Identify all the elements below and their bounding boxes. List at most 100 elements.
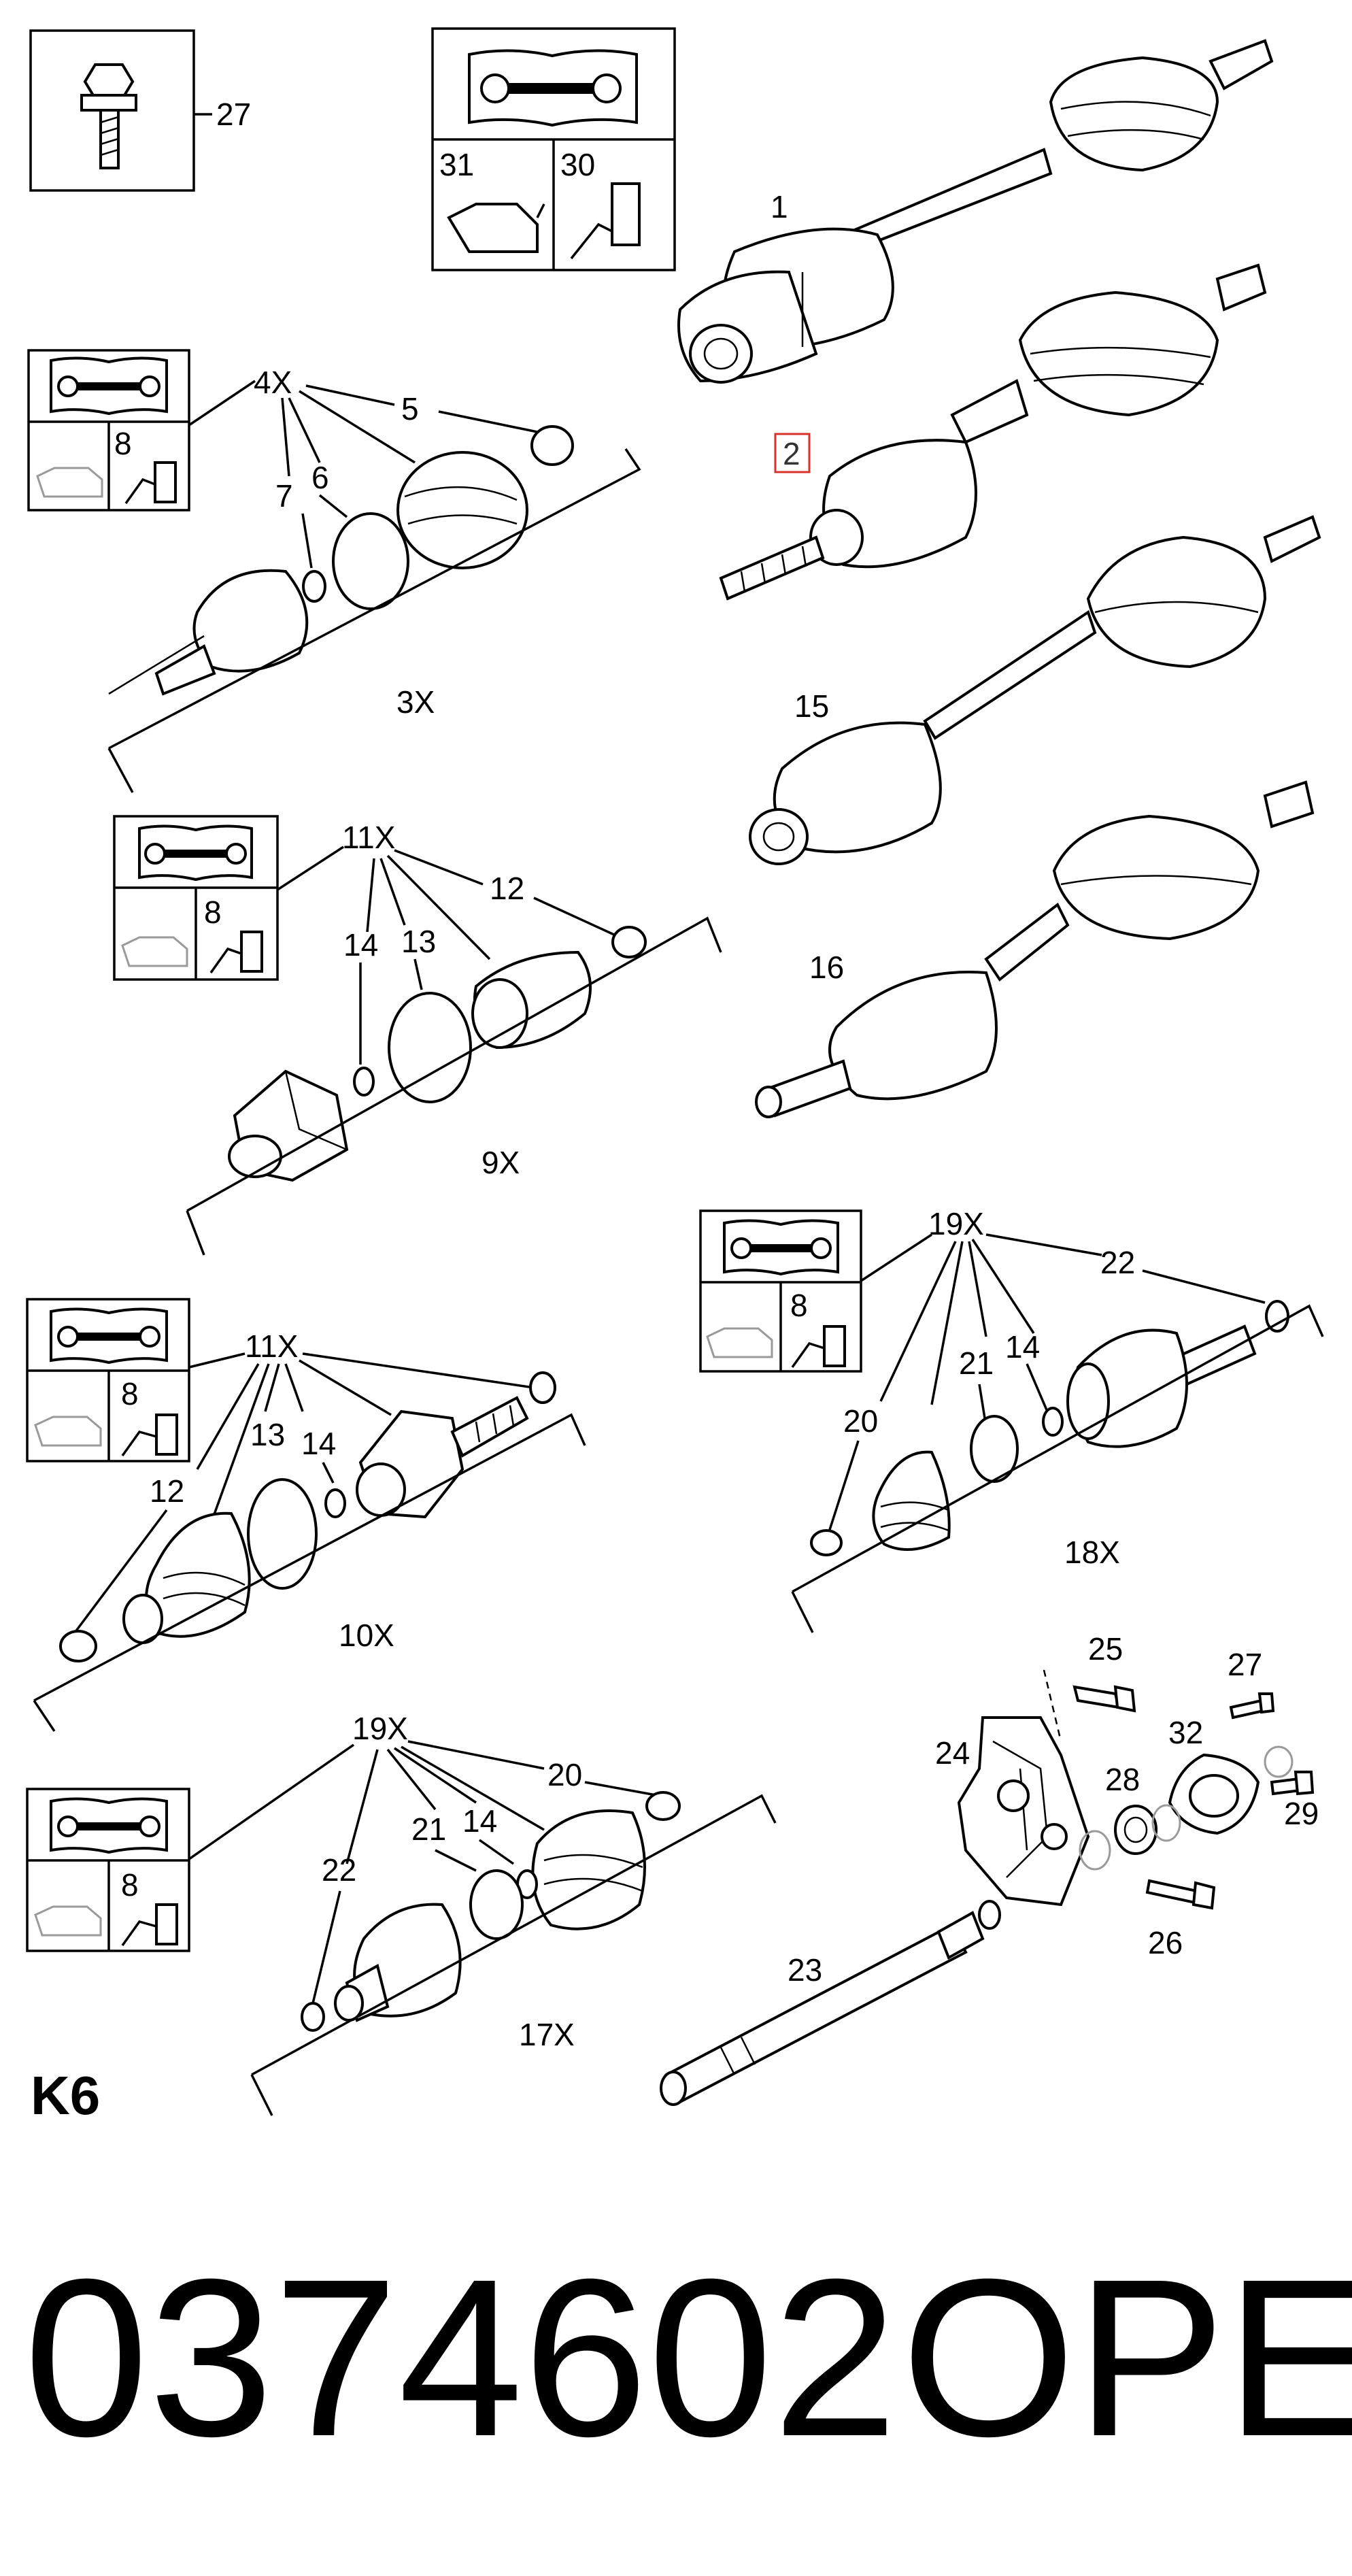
circlip-7: [302, 570, 326, 603]
boot-part: [872, 1450, 951, 1551]
oil-can-icon: [34, 1905, 102, 1937]
oil-can-icon: [121, 936, 188, 967]
driveshaft-1: [677, 39, 1274, 384]
kit-9x-group: 8 11X 12 14 13 9X: [113, 815, 722, 1256]
repair-manual-icon: [468, 49, 638, 127]
clamp-13: [388, 992, 472, 1103]
clamp-22: [301, 2002, 325, 2032]
callout-9x: 9X: [481, 1145, 520, 1180]
callout-11x: 11X: [245, 1328, 298, 1364]
circlip-23: [978, 1900, 1001, 1930]
callout-12: 12: [150, 1473, 184, 1509]
repair-manual-icon: [50, 1797, 168, 1854]
callout-8: 8: [121, 1376, 139, 1411]
oil-can-icon: [34, 1416, 102, 1447]
bolt-27: [1229, 1692, 1275, 1720]
callout-8: 8: [114, 426, 132, 461]
grease-tube-icon: [570, 182, 641, 260]
driveshaft-15: [749, 515, 1321, 865]
bolt-icon: [80, 63, 137, 169]
callout-31: 31: [439, 147, 474, 182]
kit-3x-group: 8 4X 5 6 7 3X: [27, 349, 641, 793]
callout-13: 13: [401, 924, 436, 959]
driveshaft-2: [719, 263, 1267, 601]
callout-2: 2: [783, 436, 800, 471]
brand-name: OPEL: [901, 2232, 1352, 2483]
callout-20: 20: [843, 1403, 878, 1439]
intermediate-shaft-assembly: 25 27 24 32 29 28 26: [660, 1631, 1319, 2106]
callout-14: 14: [462, 1803, 497, 1839]
callout-8: 8: [790, 1288, 808, 1323]
grease-tube-icon: [124, 461, 177, 505]
callout-25: 25: [1088, 1631, 1123, 1667]
bolt-29: [1270, 1771, 1315, 1796]
grease-tube-icon: [791, 1325, 846, 1369]
oil-can-icon: [706, 1327, 773, 1358]
kit-17x-group: 8 19X 20 14 21 22 17X: [26, 1711, 777, 2116]
callout-20: 20: [547, 1757, 582, 1792]
callout-7: 7: [275, 478, 293, 514]
callout-5: 5: [401, 391, 419, 426]
circlip-14: [1042, 1407, 1064, 1437]
repair-manual-icon: [50, 356, 168, 416]
part-number: 0374602: [24, 2232, 898, 2483]
repair-manual-icon: [50, 1307, 168, 1365]
outer-joint: [531, 1809, 646, 1930]
callout-8: 8: [121, 1867, 139, 1903]
callout-4x: 4X: [254, 365, 292, 400]
callout-14: 14: [343, 927, 378, 963]
callout-22: 22: [1100, 1245, 1135, 1280]
callout-24: 24: [935, 1735, 970, 1771]
callout-10x: 10X: [339, 1618, 394, 1653]
bolt-26: [1145, 1879, 1216, 1910]
grease-tube-icon: [121, 1414, 178, 1457]
callout-29: 29: [1284, 1796, 1319, 1831]
clamp-6: [332, 512, 409, 610]
callout-30: 30: [560, 147, 595, 182]
callout-6: 6: [311, 460, 329, 495]
callout-23: 23: [788, 1952, 822, 1988]
clamp-20: [645, 1791, 681, 1821]
bolt-25: [1072, 1685, 1136, 1713]
callout-27: 27: [216, 97, 251, 132]
grease-tube-icon: [121, 1903, 178, 1947]
oil-can-icon: [36, 467, 103, 498]
callout-22: 22: [322, 1852, 356, 1888]
clamp-5: [530, 425, 574, 466]
callout-17x: 17X: [519, 2017, 575, 2052]
callout-13: 13: [250, 1417, 285, 1452]
clamp-21: [970, 1415, 1019, 1483]
callout-19x: 19X: [352, 1711, 408, 1746]
clamp-12: [529, 1371, 556, 1404]
callout-21: 21: [959, 1345, 994, 1381]
callout-14: 14: [301, 1426, 336, 1461]
callout-8: 8: [204, 894, 222, 930]
driveshaft-16: [755, 780, 1315, 1118]
bearing-28: [1114, 1805, 1157, 1855]
clamp-12: [611, 926, 647, 958]
callout-12: 12: [490, 871, 524, 906]
intermediate-shaft-23: [664, 1923, 968, 2104]
callout-27: 27: [1228, 1647, 1262, 1682]
repair-manual-icon: [723, 1219, 839, 1276]
outer-joint: [192, 569, 309, 673]
callout-26: 26: [1148, 1925, 1183, 1960]
service-box-top: 31 30: [431, 27, 676, 271]
repair-manual-icon: [138, 824, 253, 882]
callout-15: 15: [794, 688, 829, 724]
callout-32: 32: [1168, 1715, 1203, 1750]
callout-11x: 11X: [342, 820, 395, 855]
callout-18x: 18X: [1064, 1535, 1120, 1570]
clamp-12: [59, 1630, 97, 1662]
sheet-code: K6: [31, 2065, 100, 2126]
oil-can-icon: [447, 203, 545, 253]
kit-10x-group: 8 11X 13 14 12 10X: [26, 1298, 586, 1732]
boot-part: [396, 451, 528, 569]
clamp-21: [469, 1869, 524, 1940]
clamp-22: [1265, 1300, 1289, 1333]
clamp-20: [810, 1529, 843, 1556]
circlip-14: [353, 1067, 375, 1097]
seal-ring: [1264, 1745, 1294, 1778]
callout-2-highlight-box: [774, 433, 811, 473]
